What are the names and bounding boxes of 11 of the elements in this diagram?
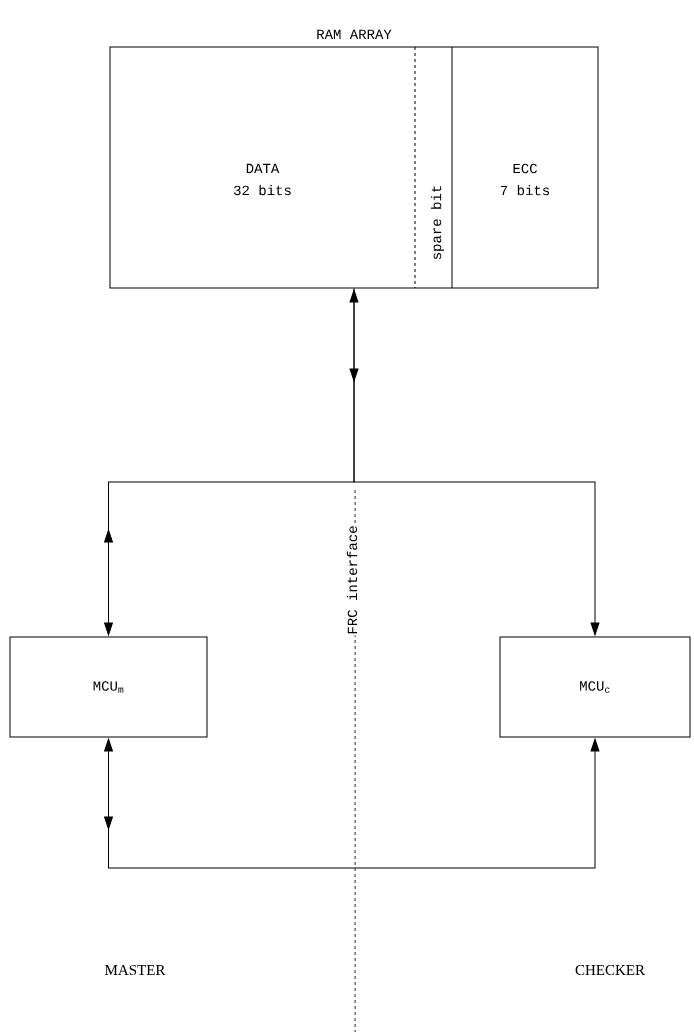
boundary-label: FRC interface [345, 524, 359, 636]
processor-box: MCU$_{m}$ [9, 636, 208, 738]
bus-arrow [104, 738, 600, 869]
processor-box: MCU$_{c}$ [499, 636, 691, 738]
side-label: CHECKER [575, 964, 645, 976]
node-label: RAM ARRAY [317, 29, 392, 39]
bus-arrow [353, 288, 600, 636]
ecc-field: ECC 7 bits [500, 163, 550, 196]
side-label: MASTER [105, 964, 166, 976]
spare-bit-field: spare bit [414, 46, 453, 289]
data-field: DATA 32 bits [234, 163, 291, 196]
